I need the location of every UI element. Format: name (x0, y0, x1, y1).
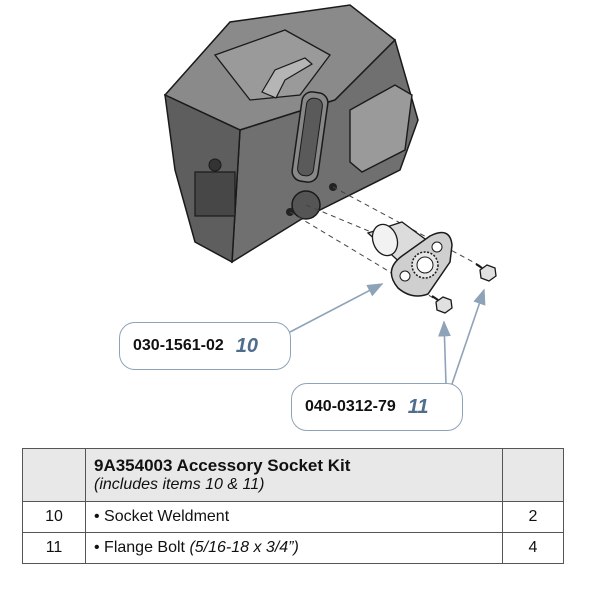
callout-part-number: 040-0312-79 (305, 398, 396, 415)
flange-bolt-lower (431, 295, 453, 314)
header-qty-cell (502, 448, 564, 502)
socket-barrel-end (371, 223, 399, 257)
socket-flange-hole-right (431, 241, 443, 253)
table-row: 11 • Flange Bolt (5/16-18 x 3/4”) 4 (22, 532, 564, 564)
row-quantity: 2 (502, 501, 564, 533)
row-description: • Socket Weldment (85, 501, 503, 533)
bolt-head (435, 296, 453, 314)
table-header-row: 9A354003 Accessory Socket Kit (includes … (22, 448, 564, 502)
kit-description-cell: 9A354003 Accessory Socket Kit (includes … (85, 448, 503, 502)
housing-front-face (231, 38, 419, 264)
table-row: 10 • Socket Weldment 2 (22, 501, 564, 533)
machine-housing (163, 4, 419, 264)
housing-side-panel (349, 84, 413, 173)
row-item-number: 10 (22, 501, 86, 533)
header-item-cell (22, 448, 86, 502)
leader-line-10 (289, 283, 384, 333)
socket-weldment (366, 221, 453, 297)
exploded-view-illustration (163, 4, 497, 385)
socket-flange-hole-left (399, 270, 411, 282)
row-quantity: 4 (502, 532, 564, 564)
bolt-shank (431, 295, 439, 301)
callout-item-11: 040-0312-79 11 (291, 383, 463, 431)
leader-line-11-bolt-lower (438, 320, 451, 385)
callout-item-number: 11 (407, 395, 429, 418)
row-description-spec: (5/16-18 x 3/4”) (189, 539, 299, 556)
bolt-head (479, 264, 497, 282)
housing-small-hole (208, 158, 222, 172)
callout-part-number: 030-1561-02 (133, 337, 224, 354)
row-description: • Flange Bolt (5/16-18 x 3/4”) (85, 532, 503, 564)
housing-latch (261, 57, 314, 99)
housing-slot-inner (297, 97, 323, 177)
callout-item-number: 10 (235, 334, 258, 357)
housing-upper-block (213, 29, 331, 101)
row-description-text: • Socket Weldment (94, 508, 230, 525)
housing-left-opening (194, 171, 236, 217)
leader-lines (289, 283, 486, 385)
bolt-shank (475, 263, 483, 269)
kit-title: 9A354003 Accessory Socket Kit (94, 456, 351, 475)
flange-bolt-right (475, 263, 497, 282)
row-description-text: • Flange Bolt (94, 539, 190, 556)
alignment-line-right (332, 186, 489, 271)
parts-table: 9A354003 Accessory Socket Kit (includes … (22, 448, 564, 564)
callout-item-10: 030-1561-02 10 (119, 322, 291, 370)
socket-bore-inner (416, 256, 434, 274)
kit-subtitle: (includes items 10 & 11) (94, 476, 265, 493)
row-item-number: 11 (22, 532, 86, 564)
leader-line-11-bolt-right (451, 288, 486, 385)
